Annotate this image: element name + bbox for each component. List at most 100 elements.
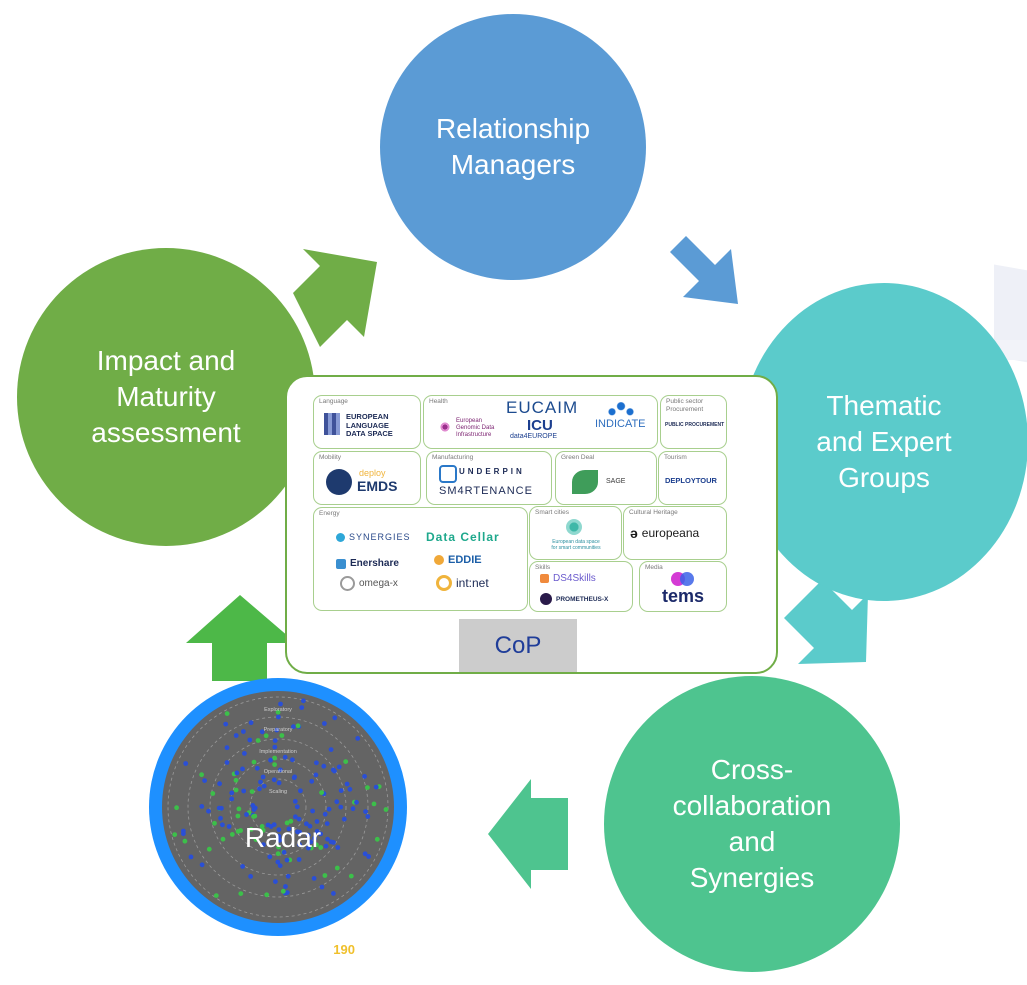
smart-cities-line-2: for smart communities (551, 545, 601, 551)
panel-cultural-title: Cultural Heritage (629, 509, 678, 516)
radar-dot (331, 891, 336, 896)
radar-dot (285, 873, 291, 879)
prometheus-x-logo: PROMETHEUS-X (540, 593, 608, 605)
els-mosaic-icon (324, 413, 340, 435)
radar-dot (295, 723, 301, 729)
thematic-expert-groups-node: Thematic and Expert Groups (740, 283, 1027, 601)
emds-deploy-text: deploy (359, 468, 386, 478)
omega-x-logo: omega-x (340, 576, 398, 591)
radar-dot (276, 833, 282, 839)
cross-collaboration-label: Cross- collaboration and Synergies (672, 754, 832, 893)
els-line-1: EUROPEAN (346, 412, 389, 421)
radar-ring-label: Operational (264, 769, 292, 775)
radar-dot (338, 788, 344, 793)
panel-smart-title: Smart cities (535, 509, 569, 516)
prometheus-icon (540, 593, 552, 605)
radar-dot (363, 809, 368, 814)
radar-ring (229, 758, 327, 856)
europeana-text: europeana (641, 526, 700, 540)
panel-language: Language EUROPEAN LANGUAGE DATA SPACE (313, 395, 421, 449)
indicate-logo: INDICATE (595, 418, 646, 430)
radar-dot (233, 777, 239, 783)
radar-dot (297, 842, 302, 847)
tems-logo: tems (662, 586, 705, 606)
relationship-managers-label: Relationship Managers (435, 113, 591, 180)
omega-x-icon (340, 576, 355, 591)
radar-dot (278, 767, 283, 773)
radar-dot (313, 772, 319, 778)
arrow-relationship-to-thematic (670, 236, 738, 304)
radar-dot (212, 820, 217, 826)
panel-tourism: Tourism DEPLOYTOUR (658, 451, 727, 505)
panel-green-title: Green Deal (561, 454, 595, 461)
radar-dot (220, 822, 225, 828)
radar-dot (253, 837, 259, 842)
radar-dot (267, 854, 273, 860)
intnet-text: int:net (456, 576, 489, 590)
radar-dot (241, 788, 247, 794)
radar-dot (332, 768, 337, 774)
enershare-logo: Enershare (336, 558, 399, 569)
underpin-icon (439, 465, 457, 483)
radar-face (162, 691, 394, 923)
radar-dot (294, 804, 300, 810)
radar-dot (298, 788, 303, 794)
radar-dot (293, 814, 298, 820)
panel-language-title: Language (319, 398, 348, 405)
synergies-logo: SYNERGIES (336, 532, 411, 542)
cross-collaboration-node: Cross- collaboration and Synergies (604, 676, 900, 972)
radar-dot (261, 842, 266, 847)
radar-dot (259, 824, 265, 829)
radar-dot (263, 733, 269, 739)
radar-dot (312, 835, 317, 841)
deploytour-logo: DEPLOYTOUR (665, 476, 717, 485)
panel-mobility-title: Mobility (319, 454, 342, 461)
emds-logo: EMDS (357, 478, 398, 494)
radar-dot (274, 727, 280, 733)
radar-dot (249, 789, 255, 794)
radar-dot (229, 832, 235, 837)
radar-dot (354, 799, 359, 805)
radar-ring-labels: ExploratoryPreparatoryImplementationOper… (259, 707, 297, 795)
intnet-icon (436, 575, 452, 591)
intnet-logo: int:net (436, 575, 489, 591)
radar-dot (319, 790, 324, 795)
radar-dot (265, 822, 271, 828)
panel-energy-title: Energy (319, 510, 340, 517)
synergies-text: SYNERGIES (349, 532, 411, 542)
arrow-cross-to-radar (488, 779, 568, 889)
radar-dot (348, 873, 354, 879)
radar-dot (321, 763, 327, 769)
tems-icon (671, 572, 695, 588)
radar-dot (355, 736, 361, 741)
panel-media-title: Media (645, 564, 663, 571)
radar-dot (242, 751, 247, 756)
eddie-icon (434, 555, 444, 565)
radar-dot (334, 799, 340, 805)
radar-dot (308, 839, 314, 845)
radar-ring-label: Implementation (259, 749, 297, 755)
radar-dot (365, 785, 370, 790)
arrow-impact-to-relationship (293, 249, 377, 347)
radar-dot (276, 714, 281, 720)
icu-logo: ICU (527, 417, 553, 434)
sage-leaf-icon (572, 470, 598, 494)
radar-dot (216, 805, 222, 811)
radar-dot (260, 827, 266, 833)
smart-cities-icon (566, 519, 582, 535)
panel-media: Media tems (639, 561, 727, 612)
cop-label: CoP (459, 619, 577, 672)
radar-dot (301, 698, 306, 704)
radar-dot (304, 821, 309, 827)
genomic-dots-icon (438, 420, 452, 434)
els-line-2: LANGUAGE (346, 420, 389, 430)
radar-dot (365, 814, 371, 819)
radar-dot (220, 836, 226, 842)
radar-dot (241, 729, 246, 734)
radar-dot (292, 799, 298, 804)
radar-dot (288, 818, 294, 824)
radar-dot (275, 709, 281, 715)
radar-dot (235, 813, 241, 819)
radar-dot (250, 803, 256, 808)
radar-dot (286, 826, 292, 832)
